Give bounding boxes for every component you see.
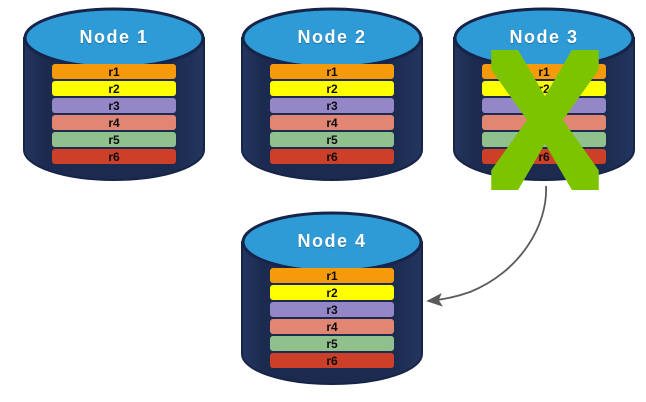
row-bar-r2[interactable]: r2	[269, 81, 395, 96]
row-bar-r2[interactable]: r2	[269, 285, 395, 300]
row-bar-r4[interactable]: r4	[51, 115, 177, 130]
row-bar-r4[interactable]: r4	[269, 115, 395, 130]
row-bar-r6[interactable]: r6	[269, 149, 395, 164]
cylinder-top-ellipse	[23, 7, 205, 69]
row-bar-r4[interactable]: r4	[269, 319, 395, 334]
row-bar-r6[interactable]: r6	[269, 353, 395, 368]
row-bar-r5[interactable]: r5	[269, 132, 395, 147]
row-bar-r5[interactable]: r5	[51, 132, 177, 147]
row-bar-r3[interactable]: r3	[481, 98, 607, 113]
cylinder-top-ellipse	[453, 7, 635, 69]
row-bar-r1[interactable]: r1	[269, 64, 395, 79]
row-bar-r6[interactable]: r6	[51, 149, 177, 164]
row-bar-r3[interactable]: r3	[269, 302, 395, 317]
row-bar-r3[interactable]: r3	[51, 98, 177, 113]
row-stack: r1 r2 r3 r4 r5 r6	[242, 64, 422, 164]
row-bar-r5[interactable]: r5	[481, 132, 607, 147]
row-stack: r1 r2 r3 r4 r5 r6	[242, 268, 422, 368]
row-bar-r1[interactable]: r1	[269, 268, 395, 283]
row-bar-r5[interactable]: r5	[269, 336, 395, 351]
row-bar-r1[interactable]: r1	[481, 64, 607, 79]
row-bar-r2[interactable]: r2	[51, 81, 177, 96]
cylinder-top-ellipse	[241, 7, 423, 69]
cylinder-top-ellipse	[241, 211, 423, 273]
row-bar-r6[interactable]: r6	[481, 149, 607, 164]
row-bar-r3[interactable]: r3	[269, 98, 395, 113]
row-bar-r2[interactable]: r2	[481, 81, 607, 96]
row-bar-r1[interactable]: r1	[51, 64, 177, 79]
row-stack: r1 r2 r3 r4 r5 r6	[454, 64, 634, 164]
row-stack: r1 r2 r3 r4 r5 r6	[24, 64, 204, 164]
row-bar-r4[interactable]: r4	[481, 115, 607, 130]
